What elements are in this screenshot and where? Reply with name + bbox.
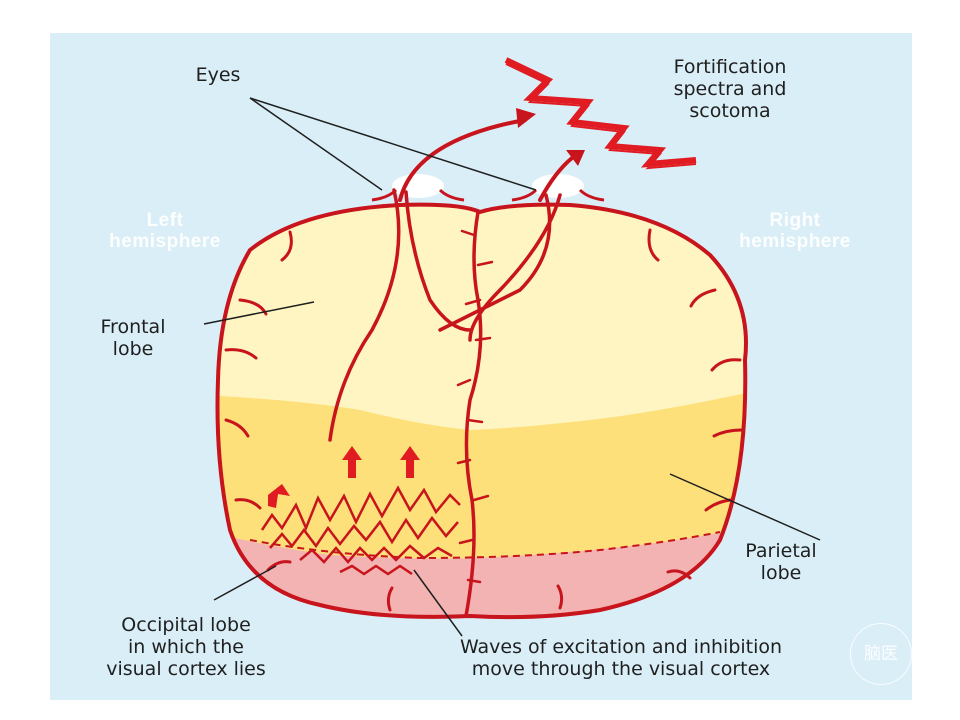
waves-label: Waves of excitation and inhibition move … xyxy=(459,636,783,680)
excitation-waves xyxy=(260,485,461,576)
leader-lines xyxy=(203,97,821,637)
parietal-lobe-label: Parietal lobe xyxy=(745,540,817,584)
optic-pathways xyxy=(328,188,562,442)
right-hemisphere-label: Right hemisphere xyxy=(739,210,851,252)
eye-left xyxy=(371,174,465,202)
brain-outline xyxy=(215,202,748,620)
left-hemisphere-label: Left hemisphere xyxy=(109,210,221,252)
occipital-boundary xyxy=(249,531,721,560)
wave-arrows xyxy=(268,446,420,508)
watermark-logo: 脑医 xyxy=(850,623,912,685)
occipital-lobe-label: Occipital lobe in which the visual corte… xyxy=(106,614,266,680)
central-fissure xyxy=(464,211,483,617)
fortification-zigzag-outline xyxy=(505,63,697,170)
arrowhead-right-eye xyxy=(566,150,585,166)
frontal-lobe-label: Frontal lobe xyxy=(100,316,166,360)
arrows-up xyxy=(398,118,574,202)
outer-sulci xyxy=(224,228,744,612)
fortification-zigzag xyxy=(504,57,697,168)
fissure-sulci xyxy=(456,229,494,584)
fortification-label: Fortification spectra and scotoma xyxy=(673,56,787,122)
eyes-label: Eyes xyxy=(195,64,241,86)
arrowhead-left-eye xyxy=(516,108,536,128)
